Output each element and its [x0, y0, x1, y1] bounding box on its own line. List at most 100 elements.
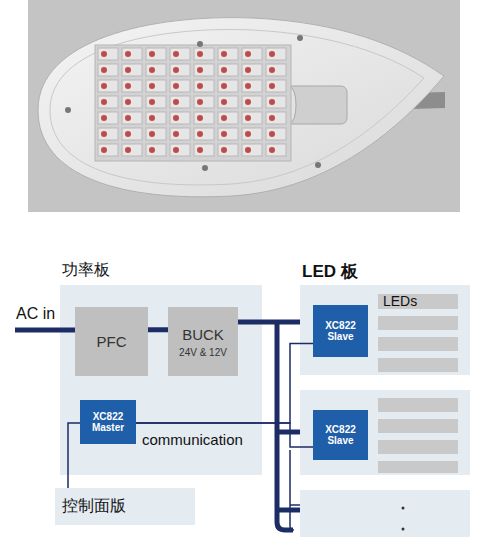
- led-dot: [221, 67, 227, 73]
- led-cell: [122, 80, 142, 92]
- led-dot: [173, 147, 179, 153]
- led-cell: [170, 112, 190, 124]
- control-panel-box: 控制面版: [55, 488, 195, 525]
- led-dot: [149, 115, 155, 121]
- led-cell: [122, 64, 142, 76]
- led-cell: [266, 64, 286, 76]
- led-cell: [242, 80, 262, 92]
- lamp-rim: [50, 30, 424, 185]
- comm-bus-trunk: [290, 450, 294, 530]
- led-cell: [218, 96, 238, 108]
- ellipsis-dot: [402, 507, 405, 510]
- led-dot: [269, 115, 275, 121]
- led-dot: [173, 67, 179, 73]
- voltage-text: 24V & 12V: [179, 347, 227, 358]
- led-cell: [218, 112, 238, 124]
- led-cell: [194, 112, 214, 124]
- led-cell: [266, 112, 286, 124]
- led-dot: [149, 67, 155, 73]
- led-dot: [149, 147, 155, 153]
- led-cell: [218, 80, 238, 92]
- led-cell: [98, 128, 118, 140]
- led-dot: [269, 67, 275, 73]
- led-cell: [146, 128, 166, 140]
- mcu-box: XC822 Slave: [313, 410, 368, 460]
- led-cell: [122, 128, 142, 140]
- led-cell: [122, 48, 142, 60]
- photo-ground: [28, 0, 460, 212]
- led-cell: [242, 64, 262, 76]
- led-bar: [378, 337, 458, 351]
- led-cell: [98, 96, 118, 108]
- led-dot: [125, 131, 131, 137]
- led-cell: [266, 144, 286, 156]
- led-cell: [146, 96, 166, 108]
- led-cell: [170, 48, 190, 60]
- led-dot: [101, 131, 107, 137]
- led-array: [95, 45, 291, 161]
- comm-bus: [290, 450, 300, 530]
- led-dot: [149, 83, 155, 89]
- box-text: XC822 Master: [83, 411, 133, 434]
- led-cell: [194, 80, 214, 92]
- led-cell: [122, 144, 142, 156]
- lamp-arm: [285, 86, 347, 124]
- led-cell: [146, 80, 166, 92]
- led-dot: [197, 115, 203, 121]
- led-dot: [173, 51, 179, 57]
- led-dot: [173, 131, 179, 137]
- led-cell: [194, 64, 214, 76]
- led-dot: [173, 115, 179, 121]
- power-board-panel: [60, 285, 262, 475]
- comm-branch: [290, 504, 300, 506]
- led-dot: [149, 51, 155, 57]
- led-dot: [101, 115, 107, 121]
- led-cell: [146, 112, 166, 124]
- led-dot: [125, 147, 131, 153]
- led-board-panel: [300, 390, 470, 475]
- led-cell: [266, 48, 286, 60]
- led-cell: [170, 80, 190, 92]
- led-dot: [221, 115, 227, 121]
- screw: [297, 35, 303, 41]
- led-cell: [218, 128, 238, 140]
- led-bar: LEDs: [378, 294, 458, 309]
- led-cell: [170, 128, 190, 140]
- led-bar: [378, 316, 458, 330]
- led-dot: [269, 147, 275, 153]
- led-dot: [173, 83, 179, 89]
- led-dot: [269, 99, 275, 105]
- led-dot: [221, 83, 227, 89]
- led-dot: [173, 99, 179, 105]
- board-panel: LED 板XC822 SlaveLEDs: [300, 285, 470, 375]
- led-dot: [125, 115, 131, 121]
- led-dot: [101, 51, 107, 57]
- box-text: PFC: [97, 333, 127, 350]
- signal-label: AC in: [16, 305, 55, 323]
- led-board-panel: [300, 490, 470, 537]
- led-bar: [378, 419, 458, 433]
- led-dot: [245, 67, 251, 73]
- power-branch: [277, 430, 300, 435]
- led-array-plate: [95, 45, 291, 161]
- led-cell: [266, 80, 286, 92]
- led-dot: [245, 115, 251, 121]
- led-cell: [242, 48, 262, 60]
- box-text: 控制面版: [62, 496, 126, 517]
- ac-wire: [15, 328, 75, 333]
- signal-line: [136, 423, 313, 447]
- led-cell: [266, 96, 286, 108]
- led-cell: [242, 128, 262, 140]
- power-bus: [15, 322, 300, 530]
- led-cell: [266, 128, 286, 140]
- connector-label: communication: [140, 431, 245, 448]
- led-dot: [269, 131, 275, 137]
- process-box: PFC: [75, 307, 148, 376]
- board-heading: 功率板: [62, 260, 110, 281]
- box-text: XC822 Slave: [316, 320, 365, 343]
- led-bar: [378, 440, 458, 454]
- lamp-housing: [38, 18, 444, 197]
- signal-line: [68, 423, 80, 488]
- power-branch: [277, 508, 300, 513]
- led-dot: [125, 67, 131, 73]
